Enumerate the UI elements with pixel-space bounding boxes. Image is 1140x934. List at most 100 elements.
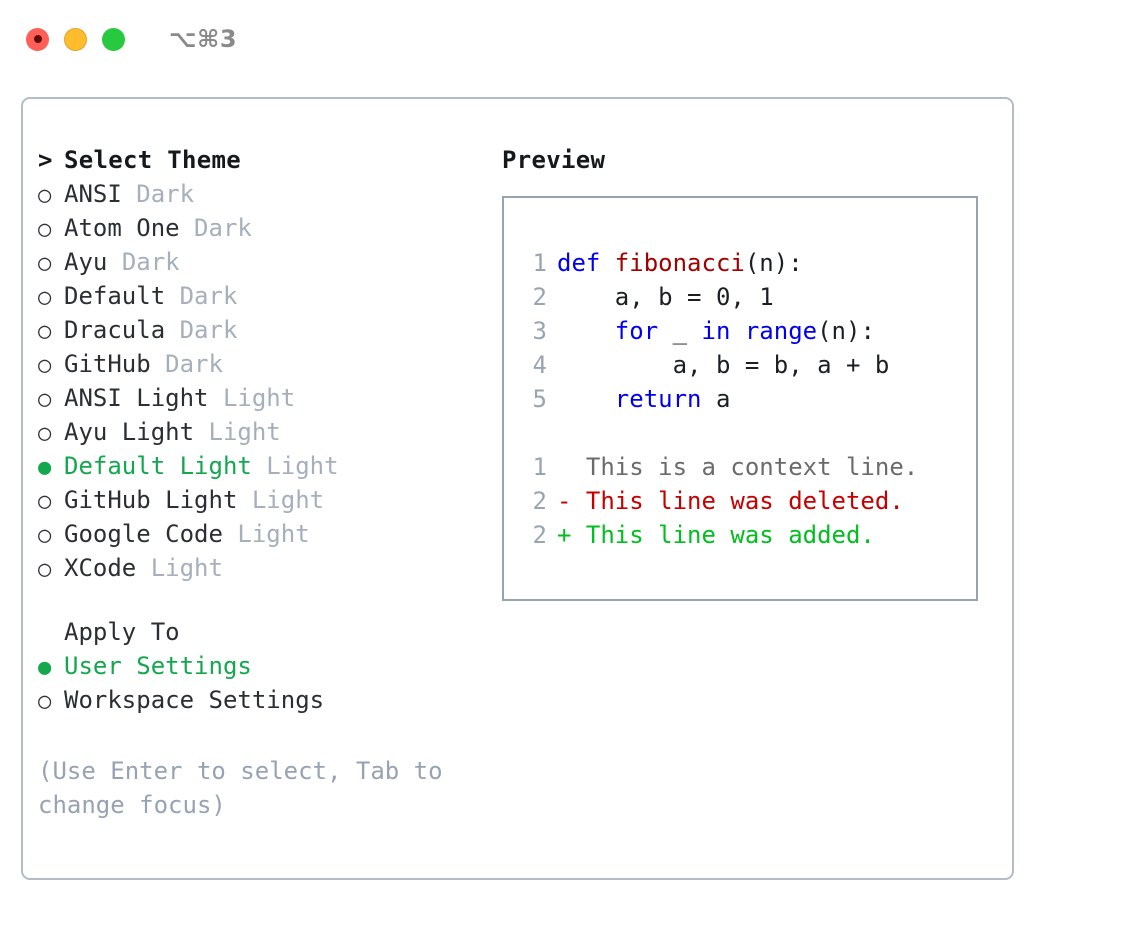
keyboard-shortcut-label: ⌥⌘3: [169, 25, 238, 53]
theme-name-label: XCode: [64, 554, 137, 582]
radio-unselected-icon: ○: [38, 183, 52, 208]
radio-unselected-icon: ○: [38, 387, 52, 412]
theme-name-label: ANSI Light: [64, 384, 209, 412]
diff-line-text: - This line was deleted.: [557, 487, 904, 515]
diff-line: 1 This is a context line.: [517, 450, 919, 484]
apply-to-list: ● User Settings ○ Workspace Settings: [38, 652, 498, 720]
radio-unselected-icon: ○: [38, 251, 52, 276]
theme-name-label: ANSI: [64, 180, 122, 208]
line-number: 2: [532, 487, 547, 515]
spacer: [180, 214, 194, 242]
spacer: [252, 452, 266, 480]
diff-line-text: This is a context line.: [557, 453, 919, 481]
line-number: 4: [532, 351, 547, 379]
spacer: [122, 180, 136, 208]
theme-list-item[interactable]: ○Ayu Light Light: [38, 418, 498, 452]
spacer: [194, 418, 208, 446]
theme-variant-label: Dark: [179, 282, 238, 310]
theme-name-label: GitHub: [64, 350, 151, 378]
theme-list-item[interactable]: ○ Default Dark: [38, 282, 498, 316]
radio-unselected-icon: ○: [38, 523, 52, 548]
line-number: 3: [532, 317, 547, 345]
theme-list-item[interactable]: ○ Google Code Light: [38, 520, 498, 554]
code-line: 3 for _ in range(n):: [517, 314, 918, 348]
apply-to-item[interactable]: ● User Settings: [38, 652, 498, 686]
apply-to-heading-label: Apply To: [64, 618, 180, 646]
dialog-card: >Select Theme ○ANSI Dark○Atom One Dark○A…: [21, 97, 1014, 880]
theme-list-item[interactable]: ○XCode Light: [38, 554, 498, 588]
code-token: (n):: [817, 317, 875, 345]
theme-list: ○ANSI Dark○Atom One Dark○Ayu Dark○Defaul…: [38, 180, 498, 588]
spacer-icon: ○: [38, 621, 64, 646]
code-line: 2 a, b = 0, 1: [517, 280, 918, 314]
minimize-button[interactable]: [64, 27, 87, 51]
theme-list-item[interactable]: ○Ayu Dark: [38, 248, 498, 282]
radio-unselected-icon: ○: [38, 489, 52, 514]
spacer: [223, 520, 237, 548]
theme-list-item[interactable]: ○ ANSI Dark: [38, 180, 498, 214]
theme-list-item[interactable]: ○GitHub Light Light: [38, 486, 498, 520]
theme-list-item[interactable]: ○Dracula Dark: [38, 316, 498, 350]
code-token: for: [614, 317, 673, 345]
theme-name-label: Default: [64, 282, 166, 310]
preview-title: Preview: [502, 146, 606, 174]
line-number: 2: [532, 283, 547, 311]
code-token: return: [614, 385, 716, 413]
theme-list-item[interactable]: ●Default Light Light: [38, 452, 498, 486]
radio-unselected-icon: ○: [38, 319, 52, 344]
theme-variant-label: Dark: [165, 350, 223, 378]
theme-variant-label: Dark: [194, 214, 252, 242]
spacer: [209, 384, 223, 412]
theme-name-label: Google Code: [64, 520, 223, 548]
radio-unselected-icon: ○: [38, 217, 52, 242]
select-theme-heading-label: Select Theme: [64, 146, 241, 174]
radio-selected-icon: ●: [38, 455, 52, 480]
code-token: [557, 382, 615, 416]
select-theme-heading: >Select Theme: [38, 146, 498, 180]
apply-to-label: User Settings: [64, 652, 252, 680]
code-line: 5 return a: [517, 382, 918, 416]
diff-line: 2+ This line was added.: [517, 518, 918, 552]
theme-name-label: GitHub Light: [64, 486, 238, 514]
radio-unselected-icon: ○: [38, 689, 52, 714]
line-number: 1: [532, 249, 547, 277]
radio-unselected-icon: ○: [38, 421, 52, 446]
theme-variant-label: Light: [150, 554, 223, 582]
theme-variant-label: Dark: [136, 180, 195, 208]
code-token: def: [557, 249, 615, 277]
keyboard-hint-text: (Use Enter to select, Tab to change focu…: [38, 757, 443, 819]
theme-list-item[interactable]: ○Atom One Dark: [38, 214, 498, 248]
code-line: 4 a, b = b, a + b: [517, 348, 918, 382]
close-button[interactable]: [26, 27, 49, 51]
code-token: _: [672, 317, 702, 345]
line-number: 2: [532, 521, 547, 549]
diff-line: 2 - This line was deleted.: [517, 484, 918, 518]
line-number: 1: [532, 453, 547, 481]
theme-variant-label: Light: [208, 418, 281, 446]
radio-selected-icon: ●: [38, 655, 52, 680]
theme-list-item[interactable]: ○ GitHub Dark: [38, 350, 498, 384]
theme-name-label: Default Light: [64, 452, 252, 480]
radio-unselected-icon: ○: [38, 285, 52, 310]
line-number: 5: [532, 385, 547, 413]
maximize-button[interactable]: [102, 27, 125, 51]
theme-list-item[interactable]: ○ ANSI Light Light: [38, 384, 498, 418]
spacer: [151, 350, 165, 378]
close-icon: [33, 35, 42, 43]
theme-name-label: Ayu: [64, 248, 108, 276]
theme-variant-label: Light: [222, 384, 296, 412]
theme-selection-pane: >Select Theme ○ANSI Dark○Atom One Dark○A…: [38, 146, 498, 822]
theme-variant-label: Light: [237, 520, 310, 548]
theme-name-label: Dracula: [64, 316, 166, 344]
code-token: in: [701, 317, 745, 345]
code-token: (n):: [744, 249, 803, 277]
code-token: a: [715, 385, 731, 413]
apply-to-item[interactable]: ○ Workspace Settings: [38, 686, 498, 720]
radio-unselected-icon: ○: [38, 353, 52, 378]
code-blank-line: [517, 416, 918, 450]
apply-to-label: Workspace Settings: [64, 686, 325, 714]
